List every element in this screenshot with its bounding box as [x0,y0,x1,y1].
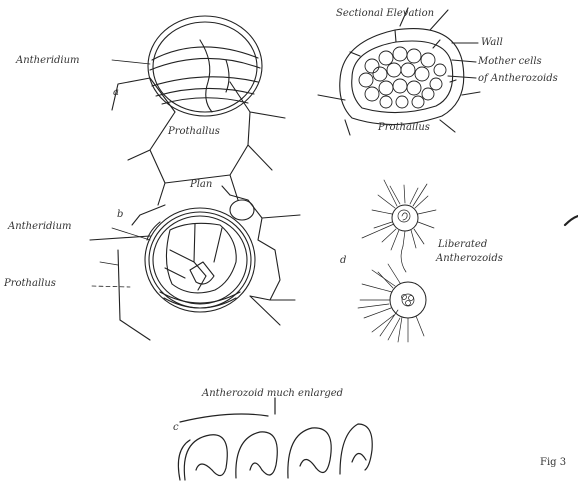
antheridium-label-b: Antheridium [8,222,72,232]
antherozoids-label-section: of Antherozoids [478,74,558,84]
antherozoids-label-d: Antherozoids [436,254,503,264]
panel-b-letter: b [117,210,123,220]
antheridium-label-a: Antheridium [16,56,80,66]
plan-title: Plan [190,180,212,190]
sectional-elevation-title: Sectional Elevation [336,9,434,19]
panel-a-letter: a [113,88,119,98]
antheridium-elevation-drawing [112,16,285,205]
mother-cells-label: Mother cells [478,57,542,67]
liberated-antherozoids-drawing [358,180,436,342]
prothallus-label-section: Prothallus [378,123,430,133]
antherozoid-spiral-drawing [178,398,372,480]
prothallus-label-b: Prothallus [4,279,56,289]
prothallus-label-a: Prothallus [168,127,220,137]
panel-d-letter: d [340,256,346,266]
antherozoid-enlarged-title: Antherozoid much enlarged [202,389,343,399]
wall-label: Wall [481,38,503,48]
figure-number-label: Fig 3 [540,458,566,468]
panel-c-letter: c [173,423,179,433]
sectional-elevation-drawing [318,8,480,135]
liberated-label: Liberated [438,240,487,250]
